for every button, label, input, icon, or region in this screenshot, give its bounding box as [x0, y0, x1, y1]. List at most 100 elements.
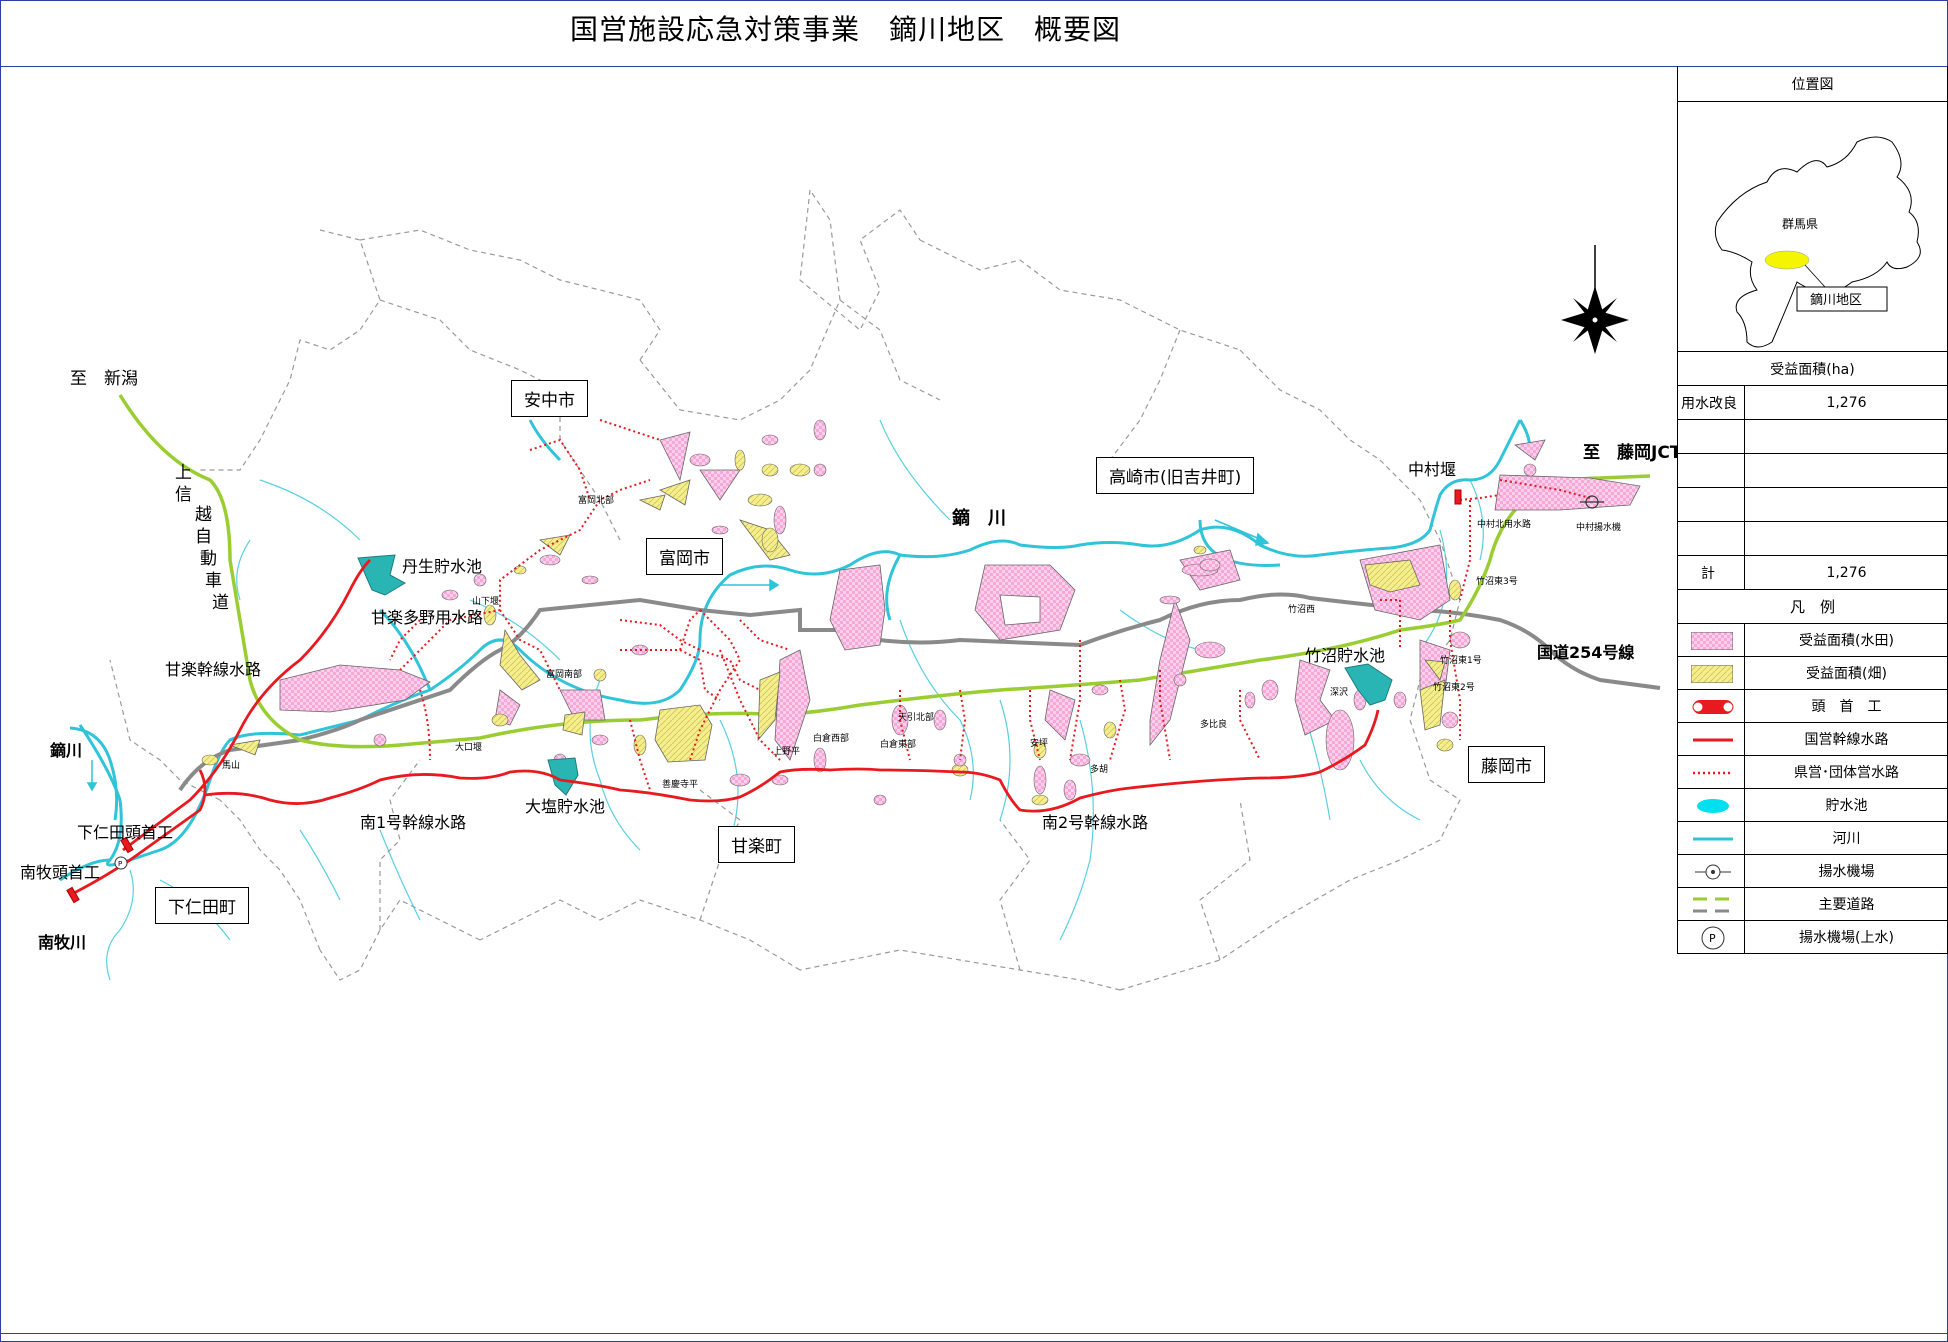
legend-title: 凡 例 [1789, 598, 1835, 616]
svg-text:P: P [118, 860, 122, 868]
kanra-main-canal [69, 769, 207, 897]
svg-text:竹沼東3号: 竹沼東3号 [1476, 575, 1518, 587]
legend-pump-up: P 揚水機場(上水) [1677, 921, 1948, 954]
area-title-row: 受益面積(ha) [1677, 352, 1948, 386]
kabura-river-left-label: 鏑川 [50, 741, 82, 760]
rivers [59, 419, 1532, 882]
svg-text:深沢: 深沢 [1330, 686, 1348, 698]
svg-text:多胡: 多胡 [1090, 763, 1108, 775]
tomioka-box: 富岡市 [646, 538, 723, 575]
kabura-river-label: 鏑 川 [952, 507, 1006, 529]
area-row-value [1745, 522, 1948, 555]
svg-text:大口堰: 大口堰 [455, 741, 482, 753]
river-icon [1693, 837, 1733, 841]
route-254-label: 国道254号線 [1537, 643, 1634, 662]
svg-text:越: 越 [195, 505, 212, 525]
map-title: 国営施設応急対策事業 鏑川地区 概要図 [570, 13, 1122, 46]
svg-text:動: 動 [200, 549, 217, 569]
south1-canal [204, 709, 1380, 813]
svg-text:竹沼東2号: 竹沼東2号 [1433, 681, 1475, 693]
legend-field: 受益面積(畑) [1677, 657, 1948, 690]
area-row: 用水改良 1,276 [1677, 386, 1948, 420]
svg-text:多比良: 多比良 [1200, 718, 1227, 730]
flow-arrows [86, 519, 1270, 792]
main-road-icon [1693, 897, 1733, 913]
area-row [1677, 522, 1948, 556]
shimonita-headworks-label: 下仁田頭首工 [77, 823, 173, 842]
legend-label: 河川 [1832, 831, 1861, 847]
svg-text:上: 上 [175, 463, 192, 483]
joshinetsu-expressway [118, 394, 1651, 749]
compass-icon [1561, 245, 1629, 354]
shimonita-headworks-symbol [120, 836, 134, 854]
kanra-main-canal-label: 甘楽幹線水路 [165, 660, 261, 679]
svg-text:竹沼東1号: 竹沼東1号 [1440, 654, 1482, 666]
kanra-box: 甘楽町 [718, 826, 795, 863]
svg-text:P: P [1709, 932, 1716, 945]
location-map: 群馬県 鏑川地区 [1714, 136, 1921, 348]
district-label: 鏑川地区 [1810, 292, 1862, 308]
legend-reservoir: 貯水池 [1677, 789, 1948, 822]
area-row-value [1745, 454, 1948, 487]
svg-text:山下堰: 山下堰 [472, 596, 499, 607]
area-row-label [1681, 420, 1743, 453]
svg-text:安坪: 安坪 [1030, 737, 1048, 749]
legend-pref-canal: 県営･団体営水路 [1677, 756, 1948, 789]
south1-canal-label: 南1号幹線水路 [360, 813, 466, 832]
svg-text:中村北用水路: 中村北用水路 [1477, 518, 1531, 530]
total-row: 計 1,276 [1677, 556, 1948, 590]
municipal-boundaries [109, 189, 1461, 991]
takasaki-box: 高崎市(旧吉井町) [1096, 457, 1255, 494]
kanra-tano-canal [122, 559, 371, 852]
takenuma-reservoir-label: 竹沼貯水池 [1305, 646, 1385, 665]
legend-pump: 揚水機場 [1677, 855, 1948, 888]
district-highlight [1764, 250, 1810, 270]
nyu-reservoir-label: 丹生貯水池 [402, 557, 482, 576]
svg-text:自: 自 [195, 527, 212, 547]
legend-headworks: 頭 首 工 [1677, 690, 1948, 723]
takenuma-reservoir-shape [1344, 663, 1393, 706]
prefecture-label: 群馬県 [1782, 217, 1818, 231]
headworks-symbols [66, 489, 1462, 904]
ooshio-reservoir-shape [547, 757, 579, 796]
route-254 [178, 592, 1661, 792]
nyu-reservoir-shape [357, 554, 407, 596]
paddy-areas [279, 431, 1641, 761]
to-fujioka-jct-label: 至 藤岡JCT [1583, 443, 1677, 463]
reservoirs [357, 554, 1393, 796]
area-row-value: 1,276 [1826, 394, 1867, 411]
nakamura-pump-symbol [1580, 495, 1604, 509]
field-swatch-icon [1691, 665, 1733, 683]
svg-text:車: 車 [205, 571, 222, 591]
svg-text:富岡南部: 富岡南部 [546, 668, 582, 680]
svg-text:道: 道 [212, 593, 229, 613]
shimonita-box: 下仁田町 [155, 887, 249, 924]
nakamura-weir-label: 中村堰 [1408, 460, 1456, 479]
to-niigata-label: 至 新潟 [70, 369, 138, 389]
legend-label: 県営･団体営水路 [1794, 765, 1899, 781]
national-canals [69, 559, 1380, 897]
location-title-row: 位置図 [1677, 66, 1948, 102]
kabura-river [78, 419, 1522, 867]
national-canal-icon [1693, 738, 1733, 742]
area-row-value [1745, 488, 1948, 521]
svg-text:中村揚水機: 中村揚水機 [1576, 521, 1621, 533]
pref-canal-icon [1693, 771, 1733, 775]
nanmoku-river [59, 858, 111, 882]
area-row-label [1681, 488, 1743, 521]
svg-text:天引北部: 天引北部 [898, 711, 934, 723]
bottom-divider [0, 1333, 1948, 1334]
pump-station-icon [1695, 864, 1731, 880]
fujioka-box: 藤岡市 [1468, 746, 1545, 783]
legend-label: 国営幹線水路 [1804, 732, 1889, 748]
nanmoku-headworks-symbol [66, 886, 80, 904]
title-divider [0, 66, 1948, 67]
area-row-value [1745, 420, 1948, 453]
overview-map: P 至 新潟 上 信 越 自 動 車 道 至 藤岡JCT 国道254号線 鏑 川… [20, 189, 1677, 991]
svg-text:竹沼西: 竹沼西 [1288, 603, 1315, 615]
district-labels: 富岡北部 山下堰 富岡南部 大口堰 馬山 善慶寺平 上野平 白倉西部 白倉東部 … [222, 494, 1621, 790]
area-row [1677, 454, 1948, 488]
legend-label: 揚水機場(上水) [1799, 930, 1894, 946]
total-value: 1,276 [1826, 564, 1867, 581]
legend-label: 主要道路 [1818, 897, 1875, 913]
